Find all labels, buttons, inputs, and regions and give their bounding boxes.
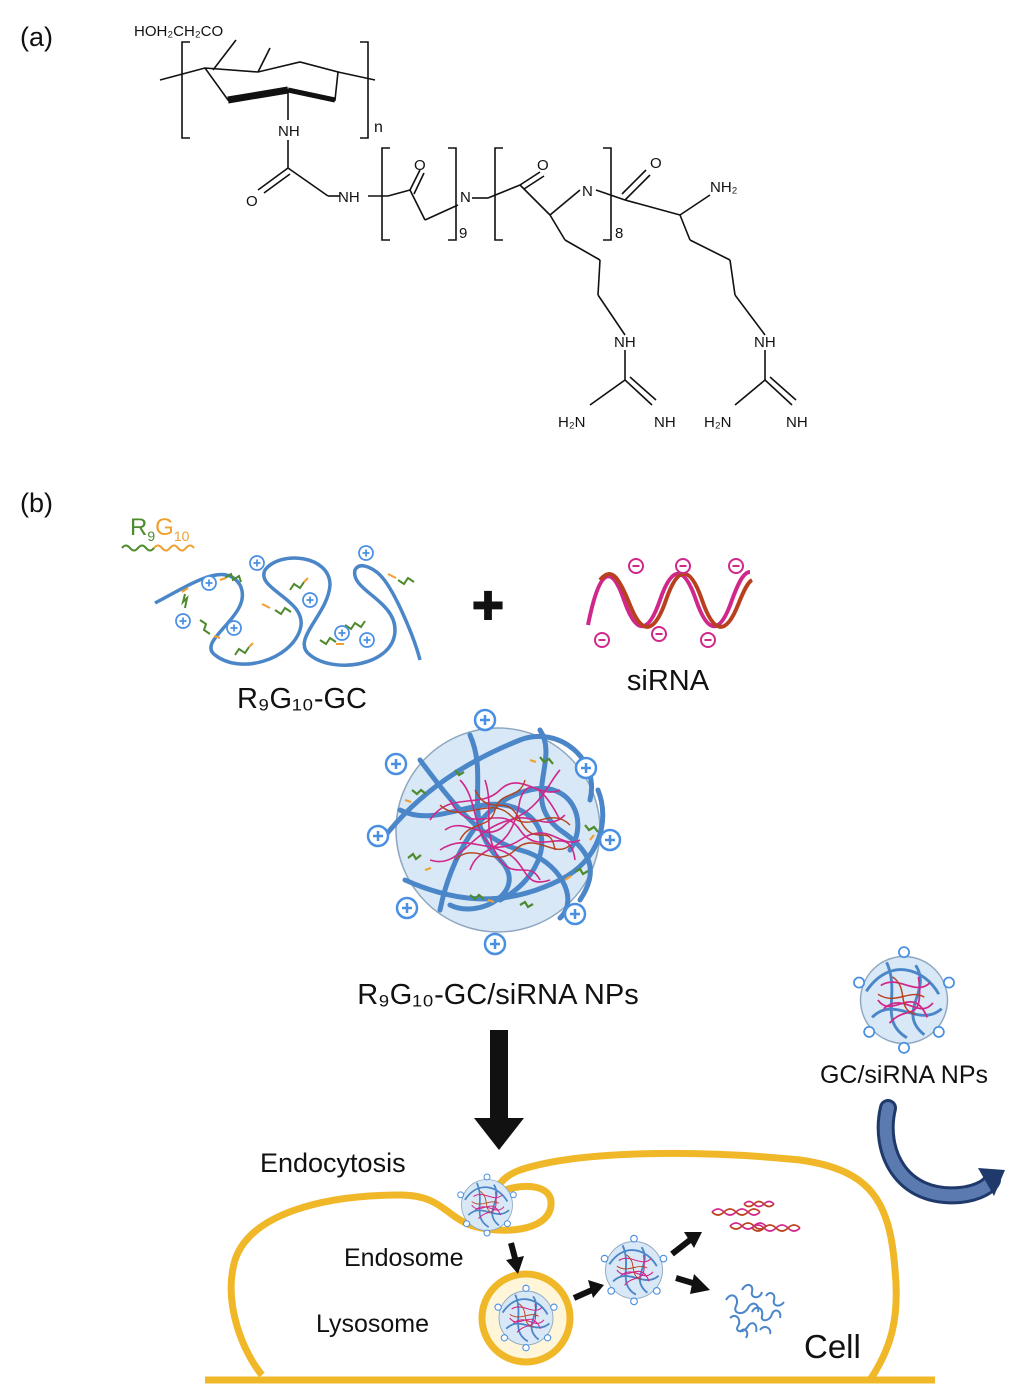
nanoparticle-label: R₉G₁₀-GC/siRNA NPs [357,979,638,1011]
carbonyl-o-1: O [246,193,258,210]
released-polymer [725,1284,785,1339]
guanidine-nh-2: NH [754,334,776,351]
carbonyl-o-4: O [650,155,662,172]
released-sirna [711,1200,801,1232]
lysosome-label: Lysosome [316,1310,429,1338]
chemical-structure [159,39,797,406]
cell-membrane [205,1149,935,1384]
cell-label: Cell [804,1328,861,1365]
polymer-label: R₉G₁₀-GC [237,683,367,715]
endocytosis-label: Endocytosis [260,1148,406,1178]
n-atom-1: N [460,189,471,206]
guanidine-h2n-2: H₂N [704,414,732,431]
plus-sign: ✚ [471,585,505,629]
curved-arrow-icon [876,1099,1005,1205]
peptide-legend: R9G10 [121,514,195,552]
gc-sirna-nanoparticle [852,945,956,1055]
nh-atom-1: NH [278,123,300,140]
endosome-arrow-icon [506,1242,524,1274]
repeat-9-label: 9 [459,225,467,242]
amine-nh2: NH₂ [710,179,738,196]
n-atom-2: N [582,183,593,200]
escape-arrow-icon [572,1280,604,1301]
guanidine-imine-1: NH [654,414,676,431]
substituent-label: HOH₂CH₂CO [134,23,223,40]
released-nanoparticle [600,1234,668,1306]
nh-atom-2: NH [338,189,360,206]
peptide-label: R9G10 [130,514,190,544]
panel-b-label: (b) [20,488,53,518]
carbonyl-o-2: O [414,157,426,174]
control-np-label: GC/siRNA NPs [820,1061,988,1089]
endosome-label: Endosome [344,1244,464,1272]
release-arrows-icon [670,1232,710,1294]
sirna-helix [586,558,754,648]
guanidine-h2n-1: H₂N [558,414,586,431]
endocytosis-particle [456,1173,518,1237]
lysosome [478,1270,574,1366]
guanidine-imine-2: NH [786,414,808,431]
down-arrow-icon [474,1030,524,1150]
carbonyl-o-3: O [537,157,549,174]
panel-a-label: (a) [20,22,53,52]
sirna-label: siRNA [627,665,710,697]
guanidine-nh-1: NH [614,334,636,351]
repeat-n-label: n [374,119,383,136]
r9g10-gc-sirna-nanoparticle [366,708,622,956]
repeat-8-label: 8 [615,225,623,242]
r9g10-gc-polymer [154,545,422,667]
